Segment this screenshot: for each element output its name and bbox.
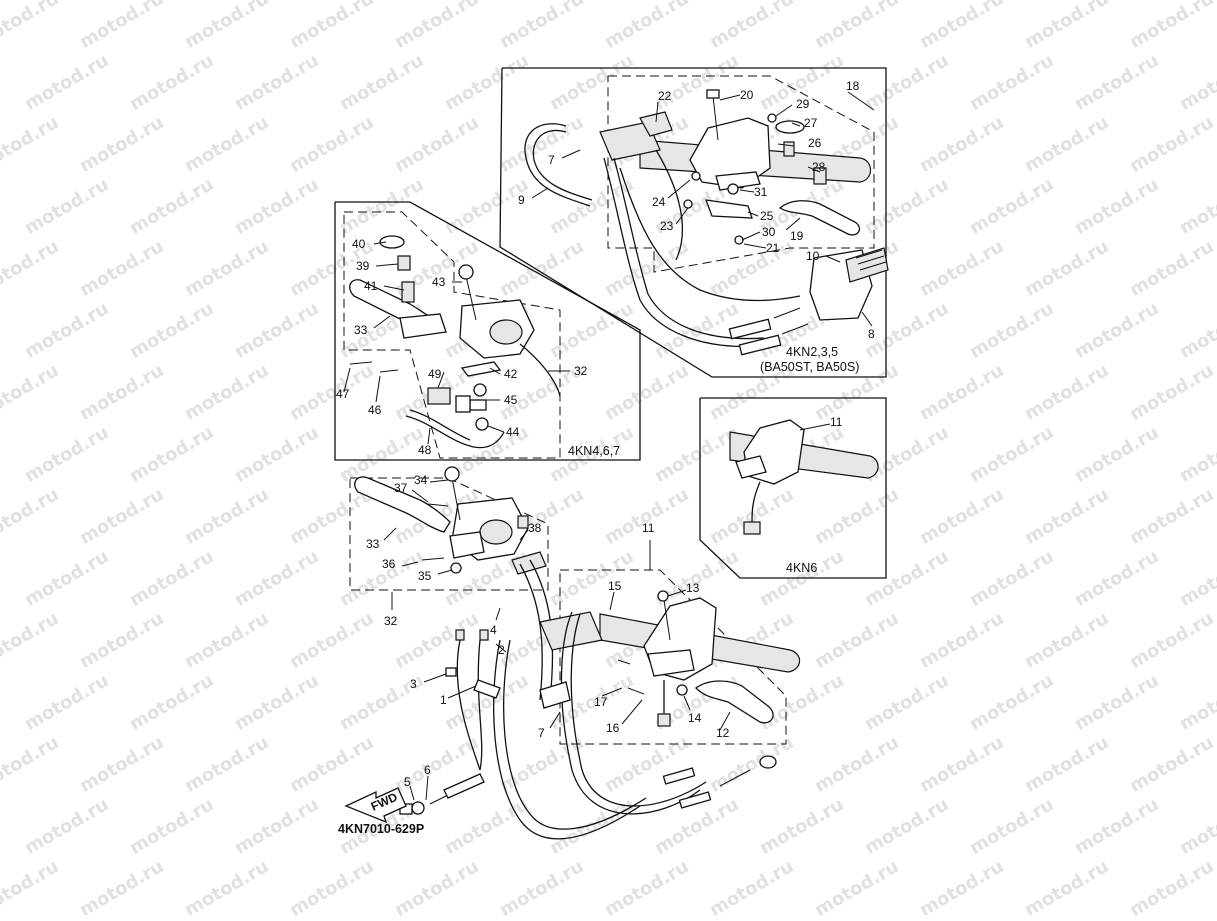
callout-33-main: 33: [366, 537, 380, 551]
callout-45: 45: [504, 393, 518, 407]
inset-right-4kn6: [699, 397, 887, 579]
callout-25: 25: [760, 209, 774, 223]
callout-26: 26: [808, 136, 822, 150]
diagram-code: 4KN7010-629P: [338, 822, 424, 836]
callout-1: 1: [440, 693, 447, 707]
callout-17: 17: [594, 695, 608, 709]
callout-43: 43: [432, 275, 446, 289]
callout-23: 23: [660, 219, 674, 233]
leader-lines: [343, 91, 875, 801]
callout-6: 6: [424, 763, 431, 777]
callout-49: 49: [428, 367, 442, 381]
callout-2: 2: [498, 643, 505, 657]
callout-27: 27: [804, 116, 818, 130]
callout-15: 15: [608, 579, 622, 593]
main-assembly: FWD: [344, 466, 801, 840]
callout-35: 35: [418, 569, 432, 583]
callout-11-right: 11: [830, 415, 843, 429]
callout-14: 14: [688, 711, 702, 725]
variant-top-line2: (BA50ST, BA50S): [760, 360, 859, 374]
callout-22: 22: [658, 89, 672, 103]
callout-46: 46: [368, 403, 382, 417]
callout-4: 4: [490, 623, 497, 637]
fwd-arrow-icon: FWD: [344, 787, 407, 824]
variant-right: 4KN6: [786, 561, 817, 575]
inset-top-4kn235: [499, 67, 889, 378]
callout-44: 44: [506, 425, 520, 439]
callout-37: 37: [394, 481, 408, 495]
callout-47: 47: [336, 387, 350, 401]
callout-29: 29: [796, 97, 810, 111]
callout-39: 39: [356, 259, 370, 273]
inset-left-4kn467: [334, 201, 641, 461]
callout-24: 24: [652, 195, 666, 209]
callout-12: 12: [716, 726, 730, 740]
callout-30: 30: [762, 225, 776, 239]
callout-32-main: 32: [384, 614, 398, 628]
variant-top-line1: 4KN2,3,5: [786, 345, 838, 359]
callout-8-top: 8: [868, 327, 875, 341]
callout-10: 10: [806, 249, 820, 263]
callout-18: 18: [846, 79, 860, 93]
callout-3: 3: [410, 677, 417, 691]
callout-33-left: 33: [354, 323, 368, 337]
callout-11-main: 11: [642, 521, 655, 535]
callout-7-top: 7: [548, 153, 555, 167]
callout-32-left: 32: [574, 364, 588, 378]
callout-42: 42: [504, 367, 518, 381]
callout-20: 20: [740, 88, 754, 102]
callout-7-main: 7: [538, 726, 545, 740]
callout-19: 19: [790, 229, 804, 243]
callout-9: 9: [518, 193, 525, 207]
callout-labels: 22 20 29 27 26 28 31 25 30 21 19 18 24 2…: [336, 79, 875, 836]
callout-41: 41: [364, 279, 378, 293]
callout-36: 36: [382, 557, 396, 571]
callout-28: 28: [812, 160, 826, 174]
callout-21: 21: [766, 241, 780, 255]
callout-38: 38: [528, 521, 542, 535]
callout-31: 31: [754, 185, 768, 199]
variant-left: 4KN4,6,7: [568, 444, 620, 458]
callout-16: 16: [606, 721, 620, 735]
callout-48: 48: [418, 443, 432, 457]
callout-34: 34: [414, 473, 428, 487]
callout-5: 5: [404, 775, 411, 789]
callout-40: 40: [352, 237, 366, 251]
callout-13: 13: [686, 581, 700, 595]
